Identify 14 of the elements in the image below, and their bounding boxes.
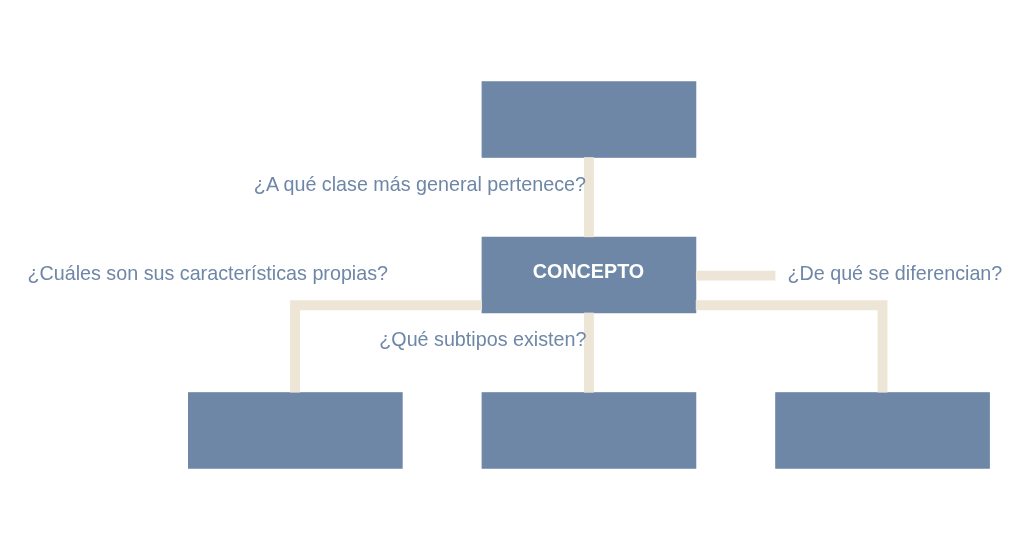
node-box [775, 392, 990, 469]
connector [290, 300, 482, 393]
connector [695, 270, 776, 281]
connector [695, 300, 888, 393]
edge-label: ¿Qué subtipos existen? [379, 328, 587, 351]
connector [584, 312, 594, 393]
edge-label: ¿A qué clase más general pertenece? [253, 172, 586, 195]
node-box [188, 392, 403, 469]
node-box [481, 81, 697, 158]
label: ¿Cuáles son sus características propias? [27, 261, 389, 284]
node-text: ¿De qué se diferencian? [787, 261, 1003, 284]
connector [584, 157, 594, 238]
node-box: CONCEPTO [481, 236, 697, 314]
node-box [481, 392, 697, 469]
